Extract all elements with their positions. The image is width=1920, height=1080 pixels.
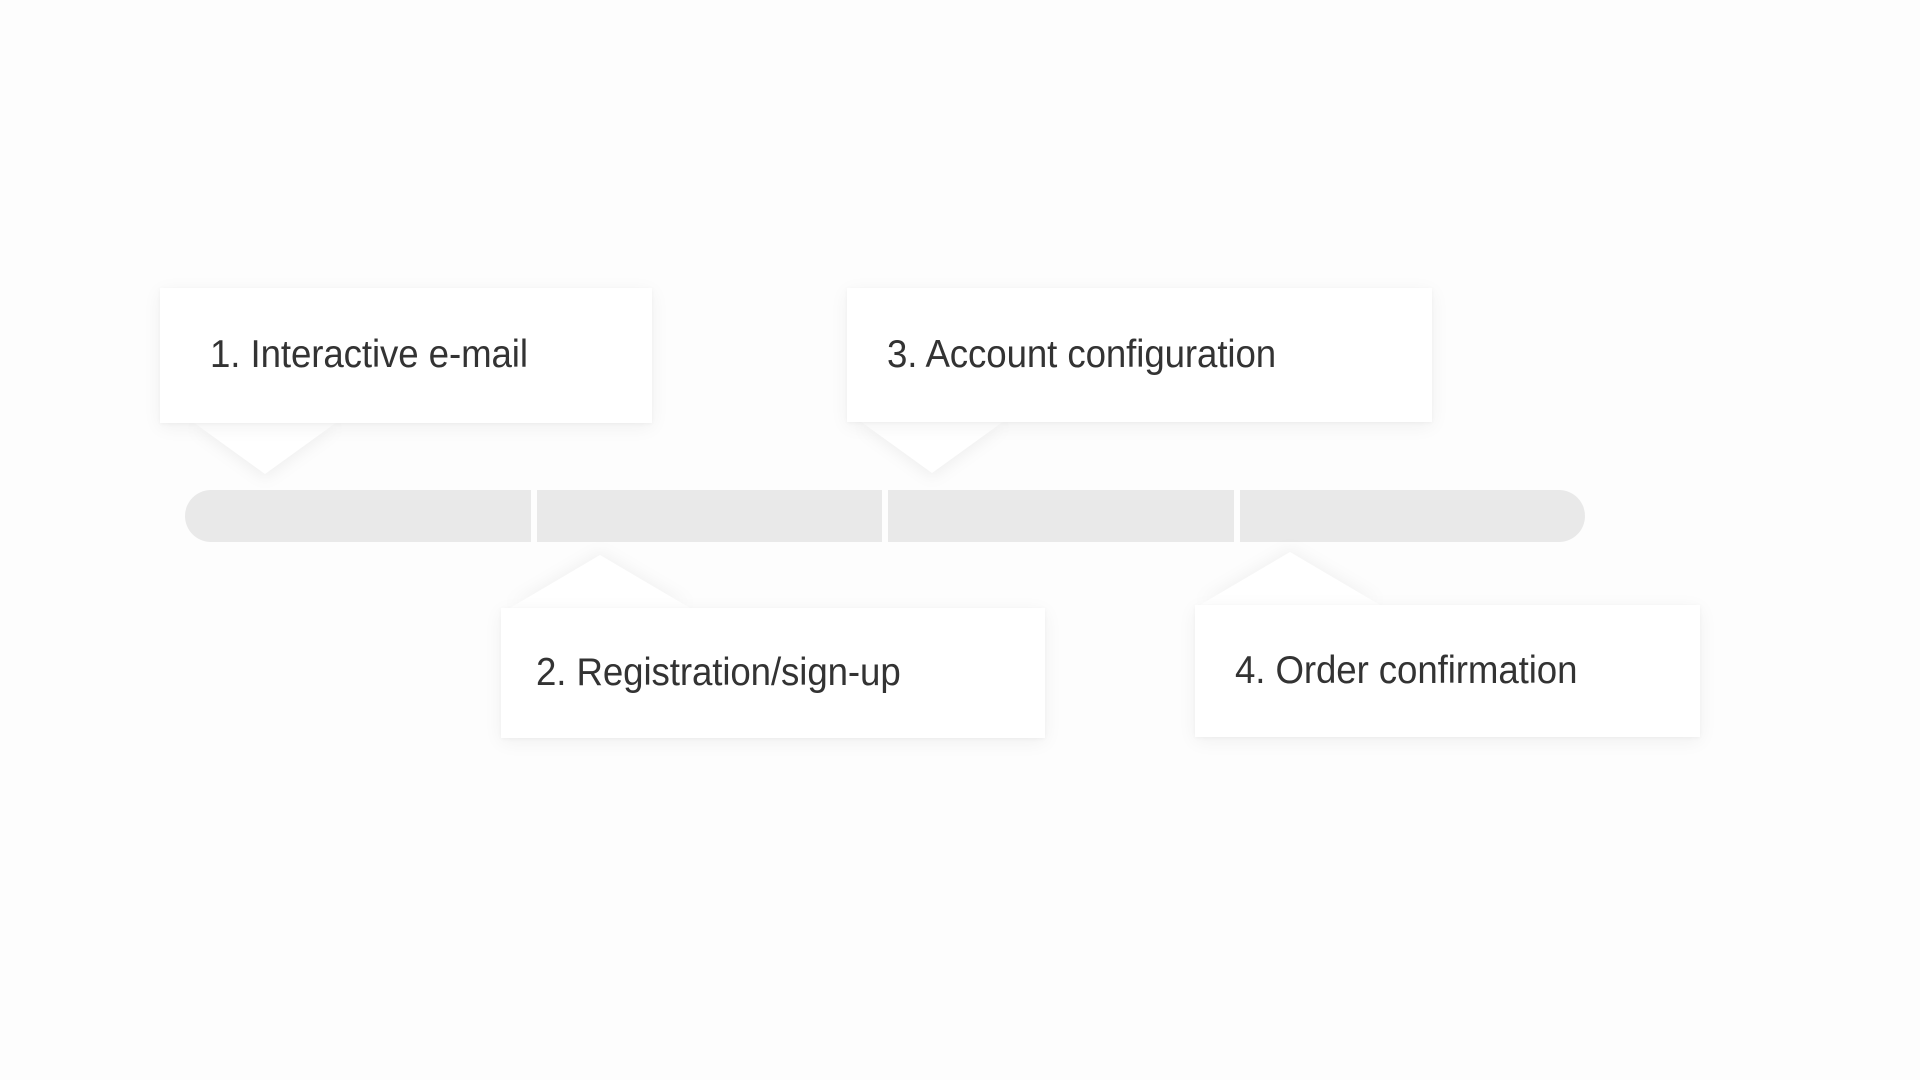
callout-tail-step-3 xyxy=(860,421,1004,473)
callout-step-2[interactable]: 2. Registration/sign-up xyxy=(501,608,1045,738)
step-4-label: 4. Order confirmation xyxy=(1235,648,1578,692)
step-2-label: 2. Registration/sign-up xyxy=(536,650,901,694)
callout-step-1[interactable]: 1. Interactive e-mail xyxy=(160,288,652,423)
progress-segment-1[interactable] xyxy=(185,490,531,542)
progress-segment-2[interactable] xyxy=(536,490,882,542)
callout-tail-step-4 xyxy=(1200,552,1380,605)
step-3-label: 3. Account configuration xyxy=(887,332,1277,376)
progress-segment-4[interactable] xyxy=(1239,490,1585,542)
progress-bar-track xyxy=(185,490,1585,542)
callout-tail-step-1 xyxy=(193,422,337,474)
callout-tail-step-2 xyxy=(510,555,690,608)
progress-segment-3[interactable] xyxy=(888,490,1234,542)
callout-step-4[interactable]: 4. Order confirmation xyxy=(1195,605,1700,737)
step-1-label: 1. Interactive e-mail xyxy=(210,333,528,377)
callout-step-3[interactable]: 3. Account configuration xyxy=(847,288,1432,422)
